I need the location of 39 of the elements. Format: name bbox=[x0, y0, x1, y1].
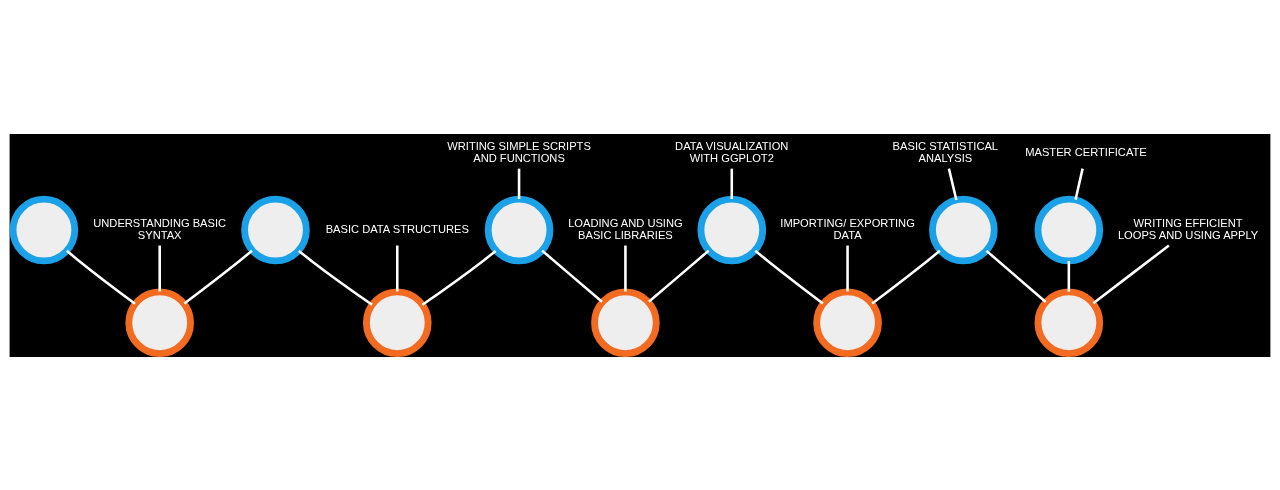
node-circle bbox=[591, 287, 660, 357]
connector bbox=[396, 245, 399, 291]
node-text: MASTER CERTIFICATE bbox=[1025, 145, 1147, 158]
node-text: UNDERSTANDING BASIC SYNTAX bbox=[93, 216, 227, 241]
connector bbox=[421, 249, 497, 306]
connector bbox=[648, 249, 710, 303]
node-circle bbox=[362, 287, 432, 357]
node-circle bbox=[125, 287, 194, 357]
node-text: BASIC STATISTICAL ANALYSIS bbox=[892, 139, 999, 164]
connector bbox=[517, 168, 521, 199]
node-circle bbox=[1034, 287, 1104, 357]
node-circle bbox=[929, 195, 998, 264]
node-text: WRITING EFFICIENT LOOPS AND USING APPLY bbox=[1117, 216, 1259, 241]
connector bbox=[1074, 167, 1084, 200]
node-text: IMPORTING/ EXPORTING DATA bbox=[780, 216, 915, 241]
node-text: DATA VISUALIZATION WITH GGPLOT2 bbox=[675, 139, 789, 164]
node-circle bbox=[1034, 195, 1104, 264]
connector bbox=[846, 245, 849, 291]
connector bbox=[754, 249, 824, 304]
node-circle bbox=[813, 287, 882, 357]
connector bbox=[541, 249, 603, 303]
connector bbox=[1067, 260, 1071, 292]
connector bbox=[871, 249, 941, 304]
node-text: LOADING AND USING BASIC LIBRARIES bbox=[568, 216, 683, 241]
connector bbox=[158, 245, 161, 291]
node-text: BASIC DATA STRUCTURES bbox=[325, 222, 469, 235]
node-circle bbox=[241, 195, 310, 264]
node-circle bbox=[697, 195, 767, 264]
connector bbox=[730, 168, 734, 199]
connector bbox=[66, 249, 136, 305]
node-text: WRITING SIMPLE SCRIPTS AND FUNCTIONS bbox=[447, 139, 591, 164]
connector bbox=[947, 167, 958, 200]
connector bbox=[1092, 244, 1170, 304]
connector bbox=[985, 249, 1047, 303]
connector bbox=[183, 249, 253, 304]
node-circle bbox=[9, 195, 79, 264]
connector bbox=[298, 249, 373, 306]
connector bbox=[624, 245, 627, 291]
node-circle bbox=[484, 195, 554, 264]
